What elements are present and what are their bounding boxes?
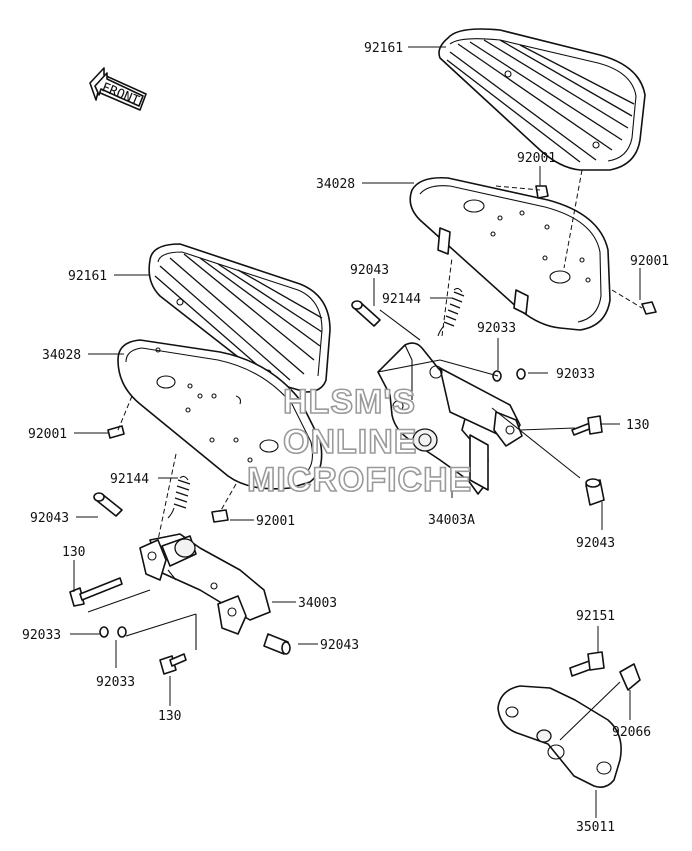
callout-34003: 34003 [298,596,337,611]
floorboard-mat-right [438,28,646,171]
bolt-92151 [569,651,605,677]
block-92066 [619,663,641,691]
watermark-line-1: HLSM'S [283,383,416,421]
spring-92144-left [167,475,191,519]
bolt-130-right [571,415,603,436]
callout-92033-bottom: 92033 [96,675,135,690]
callout-34028-left: 34028 [42,348,81,363]
leader-lines [70,46,643,818]
bolt-92001-left [107,425,125,439]
callout-34003a: 34003A [428,513,475,528]
callout-92144-left: 92144 [110,472,149,487]
callout-35011: 35011 [576,820,615,835]
callout-92161-left: 92161 [68,269,107,284]
pin-92043-right [585,478,605,506]
callout-92043-low: 92043 [320,638,359,653]
clip-92033-upper [492,368,526,382]
spring-92144-mid [437,287,465,337]
bracket-35011 [497,685,622,788]
bolt-130-left [69,577,123,607]
callout-92001-low: 92001 [256,514,295,529]
callout-92033-mid: 92033 [477,321,516,336]
callout-92043-mid: 92043 [350,263,389,278]
clip-92033-left [99,626,127,638]
callout-92033-left: 92033 [22,628,61,643]
callout-92033-right: 92033 [556,367,595,382]
bolt-130-bottom [159,653,187,675]
floorboard-base-left [117,339,323,490]
callout-130-left: 130 [62,545,85,560]
callout-92001-left: 92001 [28,427,67,442]
bolt-92001-low [211,509,229,523]
support-bracket-34003 [139,533,271,635]
support-bracket-34003a [377,342,523,495]
callout-92001-top: 92001 [517,151,556,166]
nut-92001-top [535,185,549,199]
callout-92161-top: 92161 [364,41,403,56]
floorboard-mat-left [148,243,331,393]
callout-92001-right: 92001 [630,254,669,269]
callout-34028-top: 34028 [316,177,355,192]
callout-92066: 92066 [612,725,651,740]
watermark-line-3: MICROFICHE [247,461,472,499]
bolt-92001-right [641,301,657,315]
pin-92043-mid [351,300,381,327]
callout-labels: 92161 92001 34028 92001 92043 92144 9203… [22,41,669,835]
callout-92043-right: 92043 [576,536,615,551]
callout-130-bottom: 130 [158,709,181,724]
front-arrow: FRONT [89,67,147,111]
floorboard-base-right [409,176,611,331]
callout-92144-mid: 92144 [382,292,421,307]
watermark-line-2: ONLINE [283,423,417,461]
callout-92043-left: 92043 [30,511,69,526]
pin-92043-left [93,492,123,517]
callout-92151: 92151 [576,609,615,624]
watermark: HLSM'S ONLINE MICROFICHE [246,382,472,500]
callout-130-right: 130 [626,418,649,433]
pin-92043-low [263,633,291,655]
